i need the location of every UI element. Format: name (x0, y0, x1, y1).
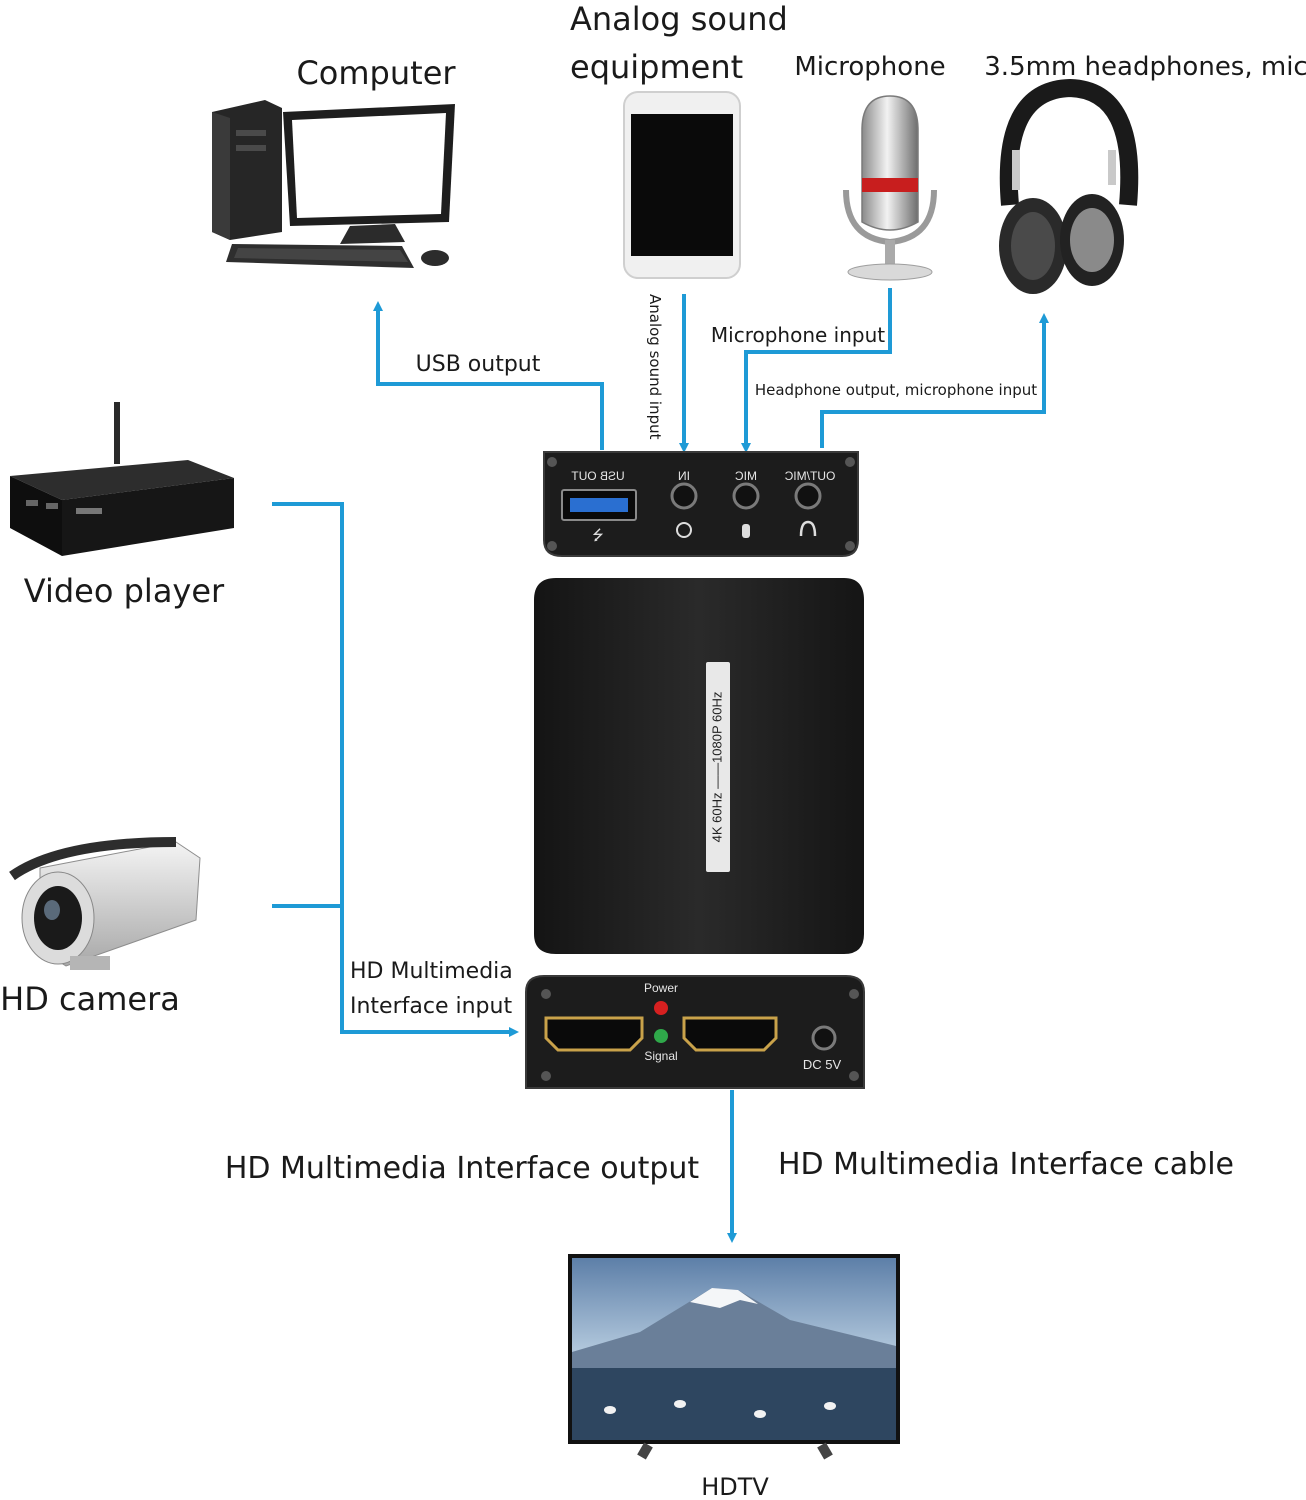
hdmi-input-port (544, 1016, 644, 1052)
microphone-label: Microphone (794, 52, 945, 82)
dc-power-jack (811, 1025, 837, 1051)
microphone-input-label: Microphone input (711, 323, 885, 347)
hdmi-input-label-line2: Interface input (350, 994, 512, 1019)
usb-port-tongue (570, 498, 628, 512)
hd-camera-icon (9, 837, 201, 970)
audio-in-icon (676, 522, 692, 538)
mic-jack (732, 482, 760, 510)
power-label: Power (644, 981, 678, 995)
usb-symbol-icon: ⭍ (592, 528, 604, 544)
hdtv-icon (568, 1254, 900, 1460)
device-top-panel: ⭍ USB OUT IN MIC OUT/MIC (543, 451, 859, 557)
microphone-icon (843, 95, 937, 281)
connector-lines (272, 288, 1049, 1243)
usb-output-label: USB output (416, 352, 541, 377)
phone-icon (623, 91, 741, 279)
mic-port-label: MIC (735, 469, 757, 483)
out-mic-jack (794, 482, 822, 510)
headphones-label: 3.5mm headphones, mic (984, 52, 1306, 82)
usb-out-port-label: USB OUT (571, 469, 625, 483)
headphones-icon (999, 78, 1139, 294)
headphone-port-icon (799, 520, 817, 537)
hdmi-output-port (682, 1016, 778, 1052)
device-body: 4K 60Hz ——1080P 60Hz (534, 578, 864, 954)
analog-sound-input-label: Analog sound input (646, 294, 664, 440)
in-port-label: IN (678, 469, 690, 483)
spec-sticker-label: 4K 60Hz ——1080P 60Hz (709, 692, 724, 843)
computer-icon (212, 100, 455, 268)
analog-equipment-label-line2: equipment (570, 48, 743, 86)
headphone-output-label: Headphone output, microphone input (755, 381, 1037, 399)
device-bottom-panel: Power Signal DC 5V (525, 975, 865, 1089)
analog-equipment-label-line1: Analog sound (570, 0, 788, 38)
video-player-icon (10, 402, 234, 556)
hdmi-cable-label: HD Multimedia Interface cable (778, 1147, 1234, 1182)
dc-5v-label: DC 5V (803, 1057, 842, 1072)
video-player-label: Video player (24, 572, 225, 610)
mic-port-icon (742, 524, 750, 538)
computer-label: Computer (296, 54, 456, 92)
hdmi-input-label-line1: HD Multimedia (350, 959, 513, 984)
hdtv-label: HDTV (701, 1473, 769, 1500)
power-led (654, 1001, 668, 1015)
hd-camera-label: HD camera (0, 980, 180, 1018)
out-mic-port-label: OUT/MIC (784, 469, 835, 483)
spec-sticker (706, 662, 730, 872)
analog-in-jack (670, 482, 698, 510)
signal-led (654, 1029, 668, 1043)
signal-label: Signal (644, 1049, 677, 1063)
hdmi-output-label: HD Multimedia Interface output (225, 1151, 700, 1186)
